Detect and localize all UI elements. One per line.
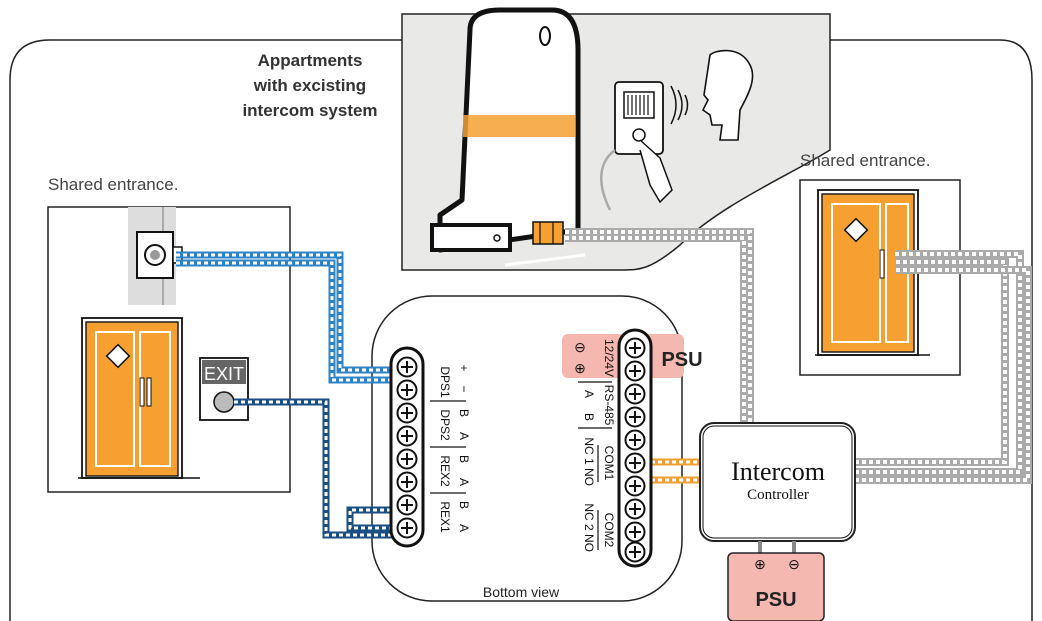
exit-wires [234,398,398,539]
group-rex1: REX1 [438,501,452,533]
right-terminal-labels: 12/24V RS-485 A B COM1 NC 1 NO COM2 NC 2… [582,339,616,552]
pin-rex2-b: B [457,455,471,463]
pin-dps1-minus: − [457,385,471,392]
controller-psu: ⊕ ⊖ PSU [727,541,825,621]
pin-rex1-a: A [457,524,471,532]
right-entrance-label: Shared entrance. [800,151,930,170]
terminal-block-icon [532,221,564,245]
controller-psu-plus-icon: ⊕ [754,556,766,572]
pin-com2-nc: NC 2 [582,503,596,531]
group-com2: COM2 [602,513,616,548]
group-rs485: RS-485 [602,385,616,426]
lock-sensor-icon [128,207,183,305]
left-terminal-strip [389,346,425,548]
pin-dps2-b: B [457,409,471,417]
face-icon [670,49,754,141]
exit-button-icon: EXIT [199,357,249,421]
pin-com1-nc: NC 1 [582,437,596,465]
pin-com2-no: NO [582,534,596,552]
left-terminal-labels: DPS1 − + DPS2 A B REX2 A B REX1 A B [438,364,471,533]
group-rex2: REX2 [438,455,452,487]
exit-label: EXIT [204,364,244,384]
blue-wires [176,251,398,384]
group-12-24v: 12/24V [602,339,616,377]
apartment-title-line2: with excisting [253,76,366,95]
pin-com1-no: NO [582,468,596,486]
left-entrance-label: Shared entrance. [48,175,178,194]
module-psu-minus-icon: ⊖ [574,339,586,355]
pin-dps2-a: A [457,432,471,440]
door-station [430,7,586,267]
pin-rex2-a: A [457,478,471,486]
module-caption: Bottom view [483,584,560,600]
pin-rex1-b: B [457,501,471,509]
module-psu-plus-icon: ⊕ [574,360,586,376]
grey-wires [565,228,1032,484]
pin-rs485-a: A [582,390,596,398]
group-dps1: DPS1 [438,366,452,398]
controller-psu-label: PSU [755,589,796,611]
group-com1: COM1 [602,446,616,481]
group-dps2: DPS2 [438,409,452,441]
pin-dps1-plus: + [457,364,471,371]
controller-name-line2: Controller [747,487,809,503]
module-psu-symbols: ⊖ ⊕ [574,339,586,376]
pin-rs485-b: B [582,413,596,421]
controller-box [699,422,856,542]
apartment-title-line3: intercom system [242,101,377,120]
intercom-panel [600,81,673,211]
module-psu-label: PSU [661,349,702,371]
controller-name-line1: Intercom [731,457,825,486]
left-door-icon [78,317,200,479]
controller-psu-minus-icon: ⊖ [788,556,800,572]
apartment-title-line1: Appartments [258,51,363,70]
